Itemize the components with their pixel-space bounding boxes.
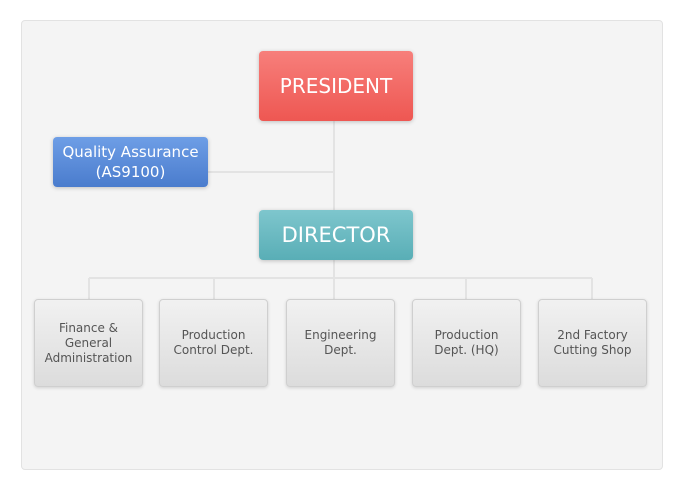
department-cutting-shop-box: 2nd Factory Cutting Shop [538,299,647,387]
department-line: Production [181,328,246,342]
quality-assurance-line-2: (AS9100) [95,163,166,181]
department-line: 2nd Factory [557,328,628,342]
director-box: DIRECTOR [259,210,413,260]
department-line: Cutting Shop [553,343,632,357]
president-box: PRESIDENT [259,51,413,121]
department-production-control-box: Production Control Dept. [159,299,268,387]
department-finance-box: Finance & General Administration [34,299,143,387]
department-line: Dept. [324,343,357,357]
director-label: DIRECTOR [281,223,391,247]
department-line: General [64,335,113,350]
department-line: Dept. (HQ) [434,343,499,357]
department-engineering-box: Engineering Dept. [286,299,395,387]
department-production-hq-box: Production Dept. (HQ) [412,299,521,387]
quality-assurance-line-1: Quality Assurance [62,143,199,161]
department-line: Engineering [304,328,377,342]
department-line: Finance & [58,320,119,335]
department-line: Administration [44,350,133,365]
president-label: PRESIDENT [279,74,393,98]
quality-assurance-box: Quality Assurance (AS9100) [53,137,208,187]
department-line: Production [434,328,499,342]
department-line: Control Dept. [173,343,254,357]
